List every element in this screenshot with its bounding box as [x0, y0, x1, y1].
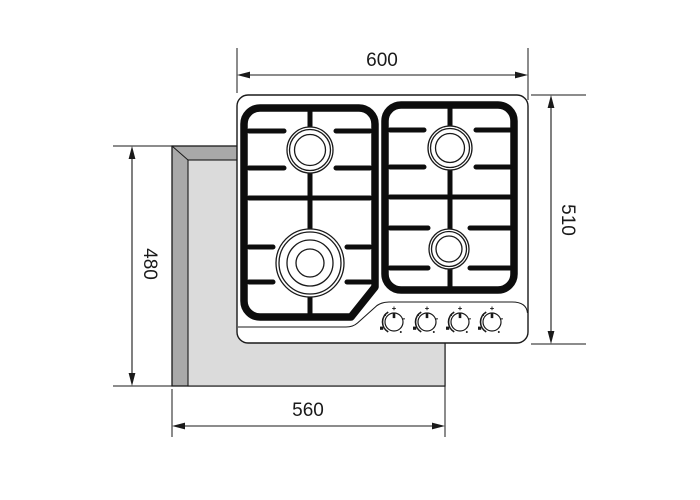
burner-ring [435, 235, 463, 263]
hob-width-label: 600 [366, 50, 398, 71]
dimension-cutout-depth: 480 [113, 145, 172, 387]
pan-support-left [240, 104, 379, 321]
burner-ring [286, 126, 334, 174]
pan-support-frame [381, 101, 518, 294]
cutout-depth-label: 480 [139, 248, 160, 280]
burner-ring [295, 248, 325, 278]
extension-lines [113, 145, 172, 387]
burner-ring [429, 127, 471, 169]
burner-ring [286, 239, 334, 287]
dimension-hob-width: 600 [236, 48, 529, 100]
burner-ring [430, 230, 468, 268]
pan-support-right [381, 101, 518, 294]
burner-rear-left [286, 126, 334, 174]
burner-ring [434, 132, 466, 164]
arrowhead-right-icon [515, 71, 528, 79]
extension-lines [531, 94, 586, 345]
pan-support-bars [387, 102, 513, 293]
burner-ring [293, 133, 327, 167]
arrowhead-left-icon [172, 422, 185, 430]
pan-support-bars [246, 105, 373, 320]
arrowhead-up-icon [547, 95, 555, 108]
extension-lines [236, 48, 529, 100]
burner-ring [278, 231, 342, 295]
dimension-hob-depth: 510 [531, 94, 586, 345]
hob-depth-label: 510 [557, 204, 578, 236]
burner-ring [275, 228, 345, 298]
extension-lines [171, 347, 446, 437]
cutout-width-label: 560 [292, 400, 324, 421]
arrowhead-up-icon [128, 146, 136, 159]
burner-ring [288, 128, 332, 172]
control-panel-trim [238, 301, 529, 328]
burner-ring [428, 228, 470, 270]
arrowhead-right-icon [432, 422, 445, 430]
pan-support-frame [240, 104, 379, 321]
burner-rear-right [427, 125, 473, 171]
burner-ring [427, 125, 473, 171]
burner-front-right [428, 228, 470, 270]
dimension-cutout-width: 560 [171, 347, 446, 437]
burner-front-left-wok [275, 228, 345, 298]
arrowhead-down-icon [547, 331, 555, 344]
arrowhead-left-icon [237, 71, 250, 79]
cutout-corner-chamfer [171, 145, 189, 161]
arrowhead-down-icon [128, 373, 136, 386]
